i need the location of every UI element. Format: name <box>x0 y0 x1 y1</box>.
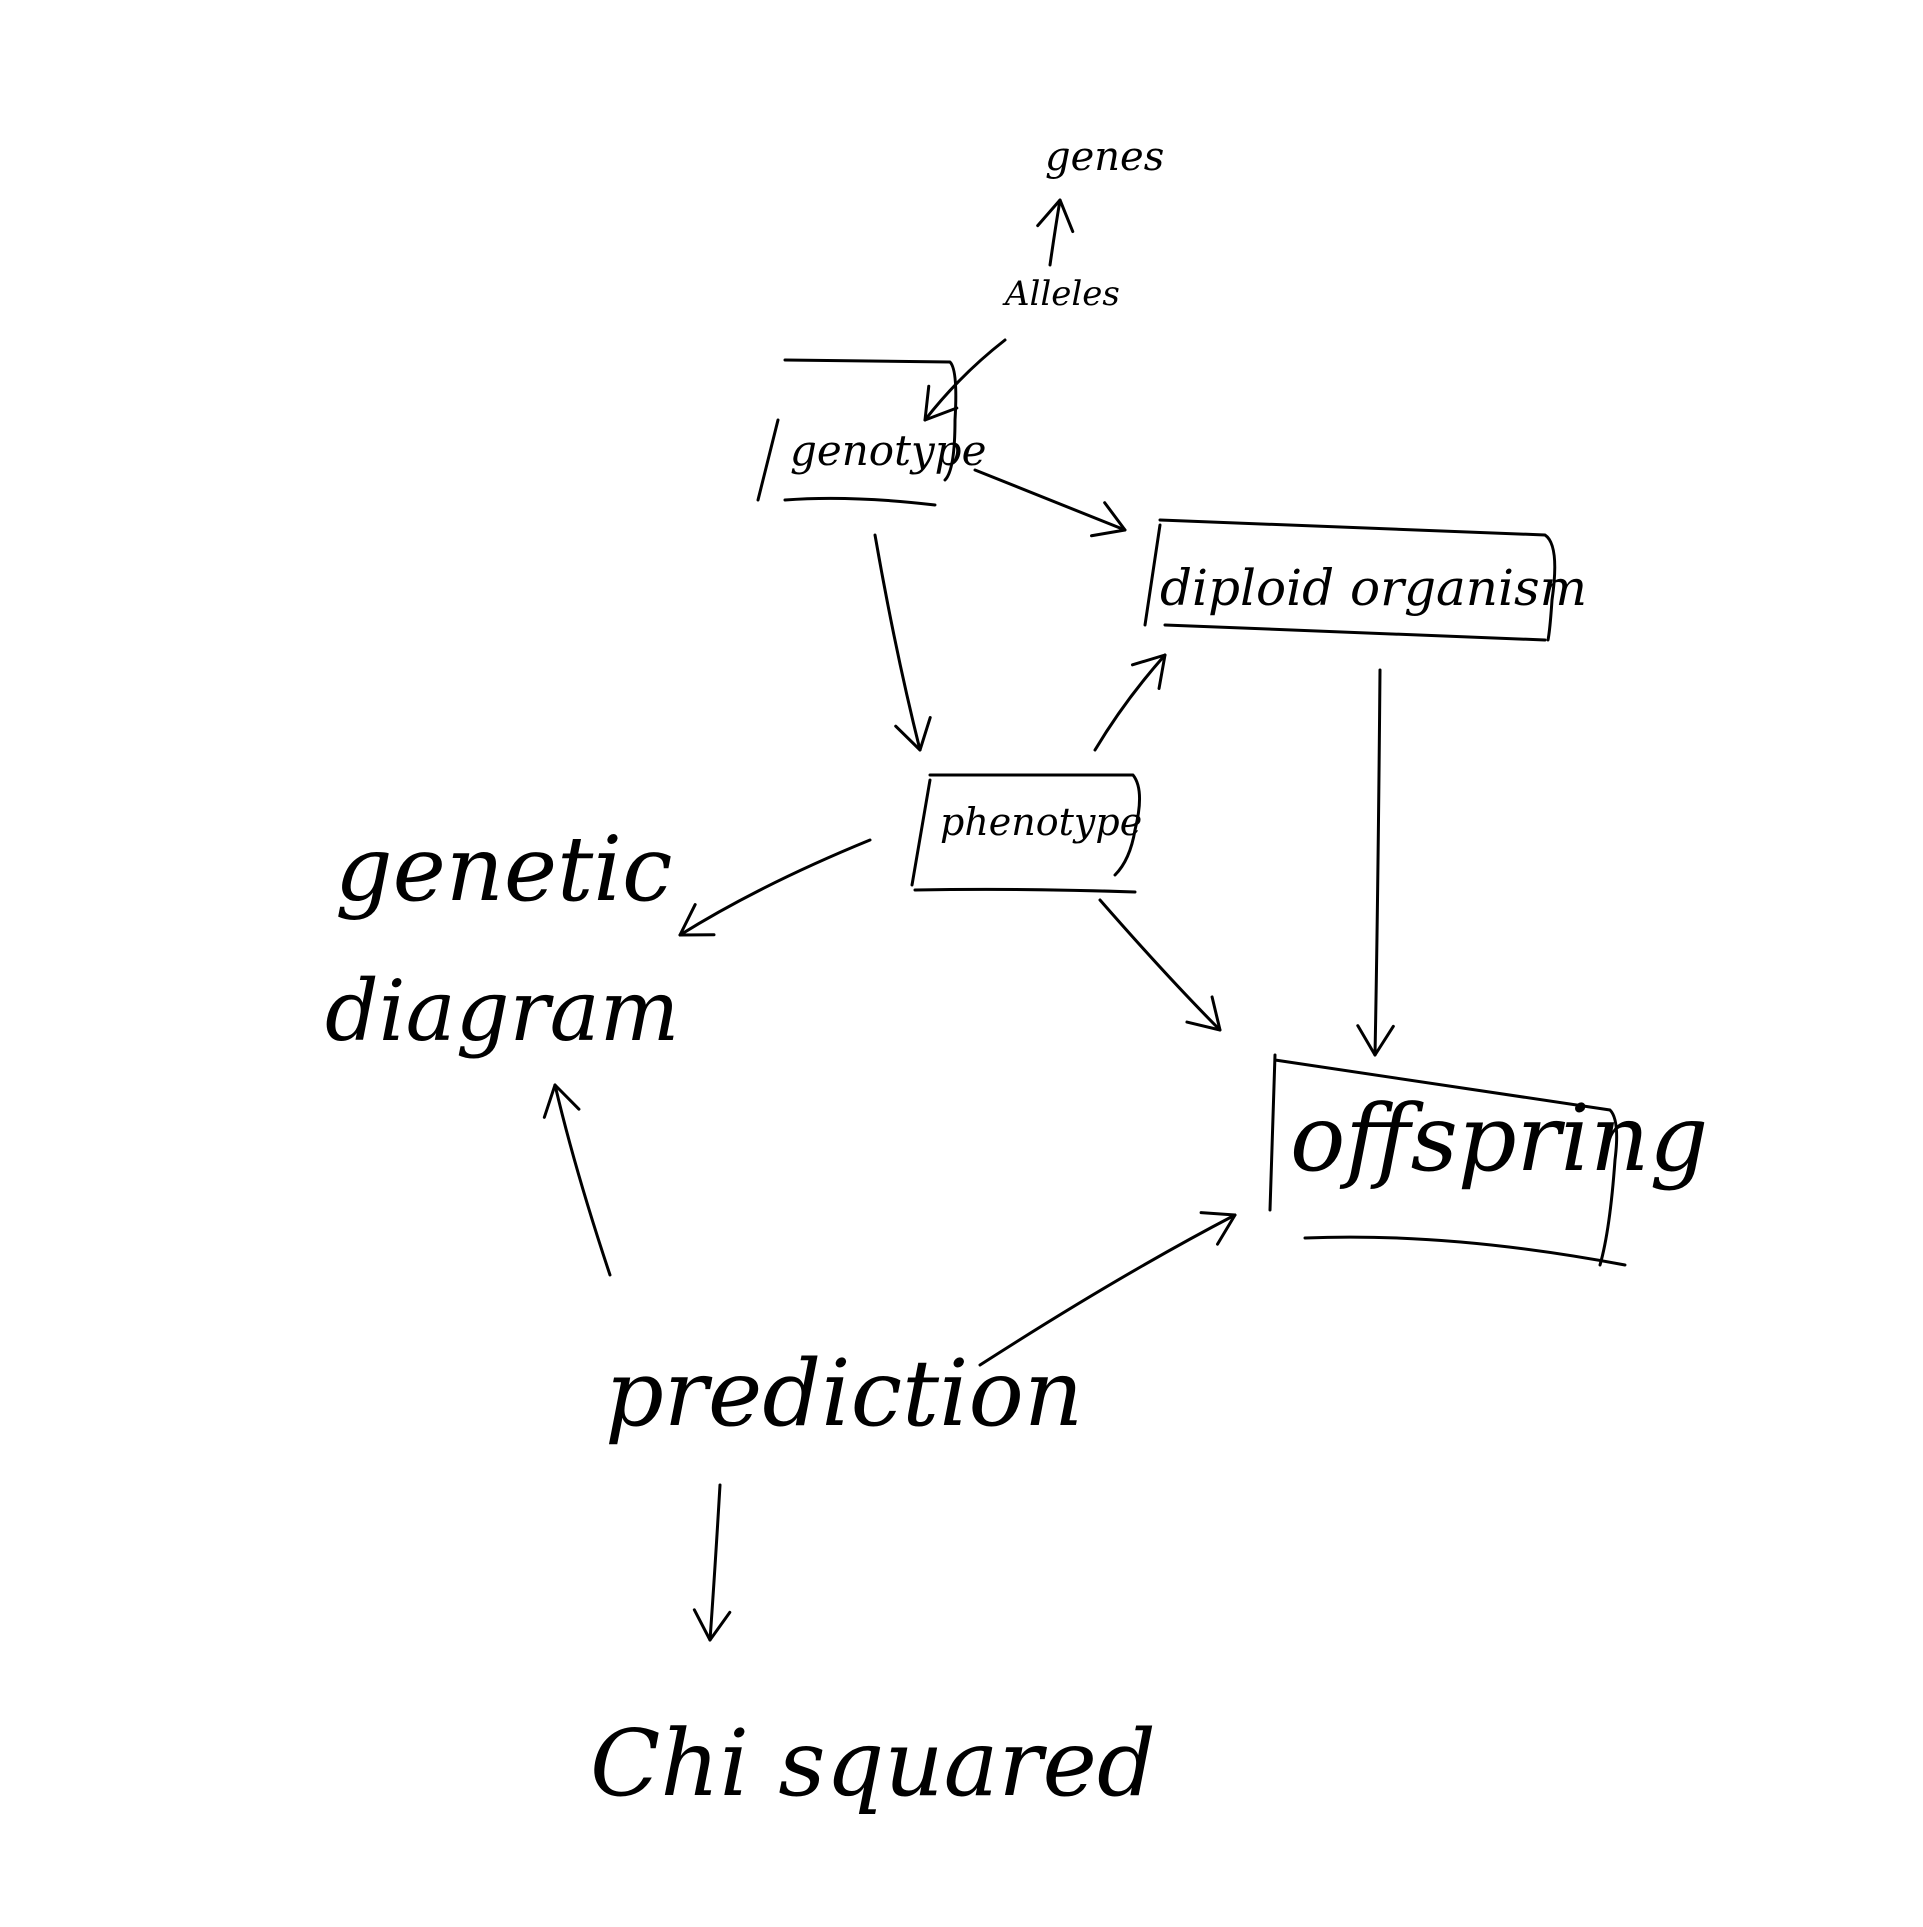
edges-layer <box>542 198 1395 1642</box>
diploid-organism-box <box>1143 518 1557 642</box>
edge-prediction-to-genetic-diagram <box>542 1083 612 1277</box>
genotype-box <box>756 358 958 507</box>
edge-genotype-to-phenotype <box>873 533 932 752</box>
node-diagram: diagram <box>325 962 679 1060</box>
edge-alleles-to-genes <box>1036 198 1075 267</box>
edge-prediction-to-offspring <box>978 1211 1237 1367</box>
node-offspring: offspring <box>1290 1085 1708 1192</box>
edge-prediction-to-offspring-arrowhead <box>1199 1211 1237 1246</box>
edge-diploid-to-offspring-arrowhead <box>1356 1024 1395 1057</box>
edge-phenotype-to-genetic-diagram-arrowhead <box>678 903 716 937</box>
edge-phenotype-to-offspring <box>1098 898 1222 1032</box>
node-prediction: prediction <box>605 1340 1083 1447</box>
edge-diploid-to-offspring-line <box>1373 668 1382 1057</box>
edge-prediction-to-genetic-diagram-arrowhead <box>542 1083 581 1119</box>
edge-alleles-to-genes-arrowhead <box>1036 198 1075 234</box>
node-phenotype: phenotype <box>940 800 1142 844</box>
edge-diploid-to-offspring <box>1356 668 1395 1057</box>
node-genetic: genetic <box>335 817 672 922</box>
edge-prediction-to-offspring-line <box>978 1213 1237 1367</box>
edge-prediction-to-chisquared-line <box>708 1483 722 1642</box>
edge-genotype-to-phenotype-arrowhead <box>894 716 932 752</box>
edge-genotype-to-diploid-line <box>973 468 1127 532</box>
edge-phenotype-to-offspring-arrowhead <box>1185 995 1222 1032</box>
phenotype-box <box>910 773 1141 894</box>
edge-alleles-to-genotype-line <box>923 338 1007 422</box>
offspring-box <box>1268 1053 1627 1267</box>
edge-phenotype-to-diploid <box>1093 653 1167 752</box>
edge-prediction-to-chisquared-arrowhead <box>692 1608 732 1642</box>
edge-genotype-to-diploid <box>973 468 1127 538</box>
edge-phenotype-to-offspring-line <box>1098 898 1222 1032</box>
node-alleles: Alleles <box>1002 274 1120 314</box>
edge-phenotype-to-diploid-line <box>1093 653 1167 752</box>
edge-genotype-to-diploid-arrowhead <box>1089 501 1127 538</box>
edge-genotype-to-phenotype-line <box>873 533 922 752</box>
edge-alleles-to-genotype <box>923 338 1007 422</box>
node-genes: genes <box>1045 134 1164 180</box>
node-chi-squared: Chi squared <box>590 1710 1156 1817</box>
edge-alleles-to-genotype-arrowhead <box>923 384 959 422</box>
edge-phenotype-to-genetic-diagram-line <box>678 838 872 937</box>
edge-phenotype-to-diploid-arrowhead <box>1130 653 1167 690</box>
edge-phenotype-to-genetic-diagram <box>678 838 872 937</box>
edge-prediction-to-chisquared <box>692 1483 732 1642</box>
edge-alleles-to-genes-line <box>1048 198 1062 267</box>
node-diploid-organism: diploid organism <box>1160 559 1587 617</box>
edge-prediction-to-genetic-diagram-line <box>553 1083 612 1277</box>
node-genotype: genotype <box>790 426 986 475</box>
